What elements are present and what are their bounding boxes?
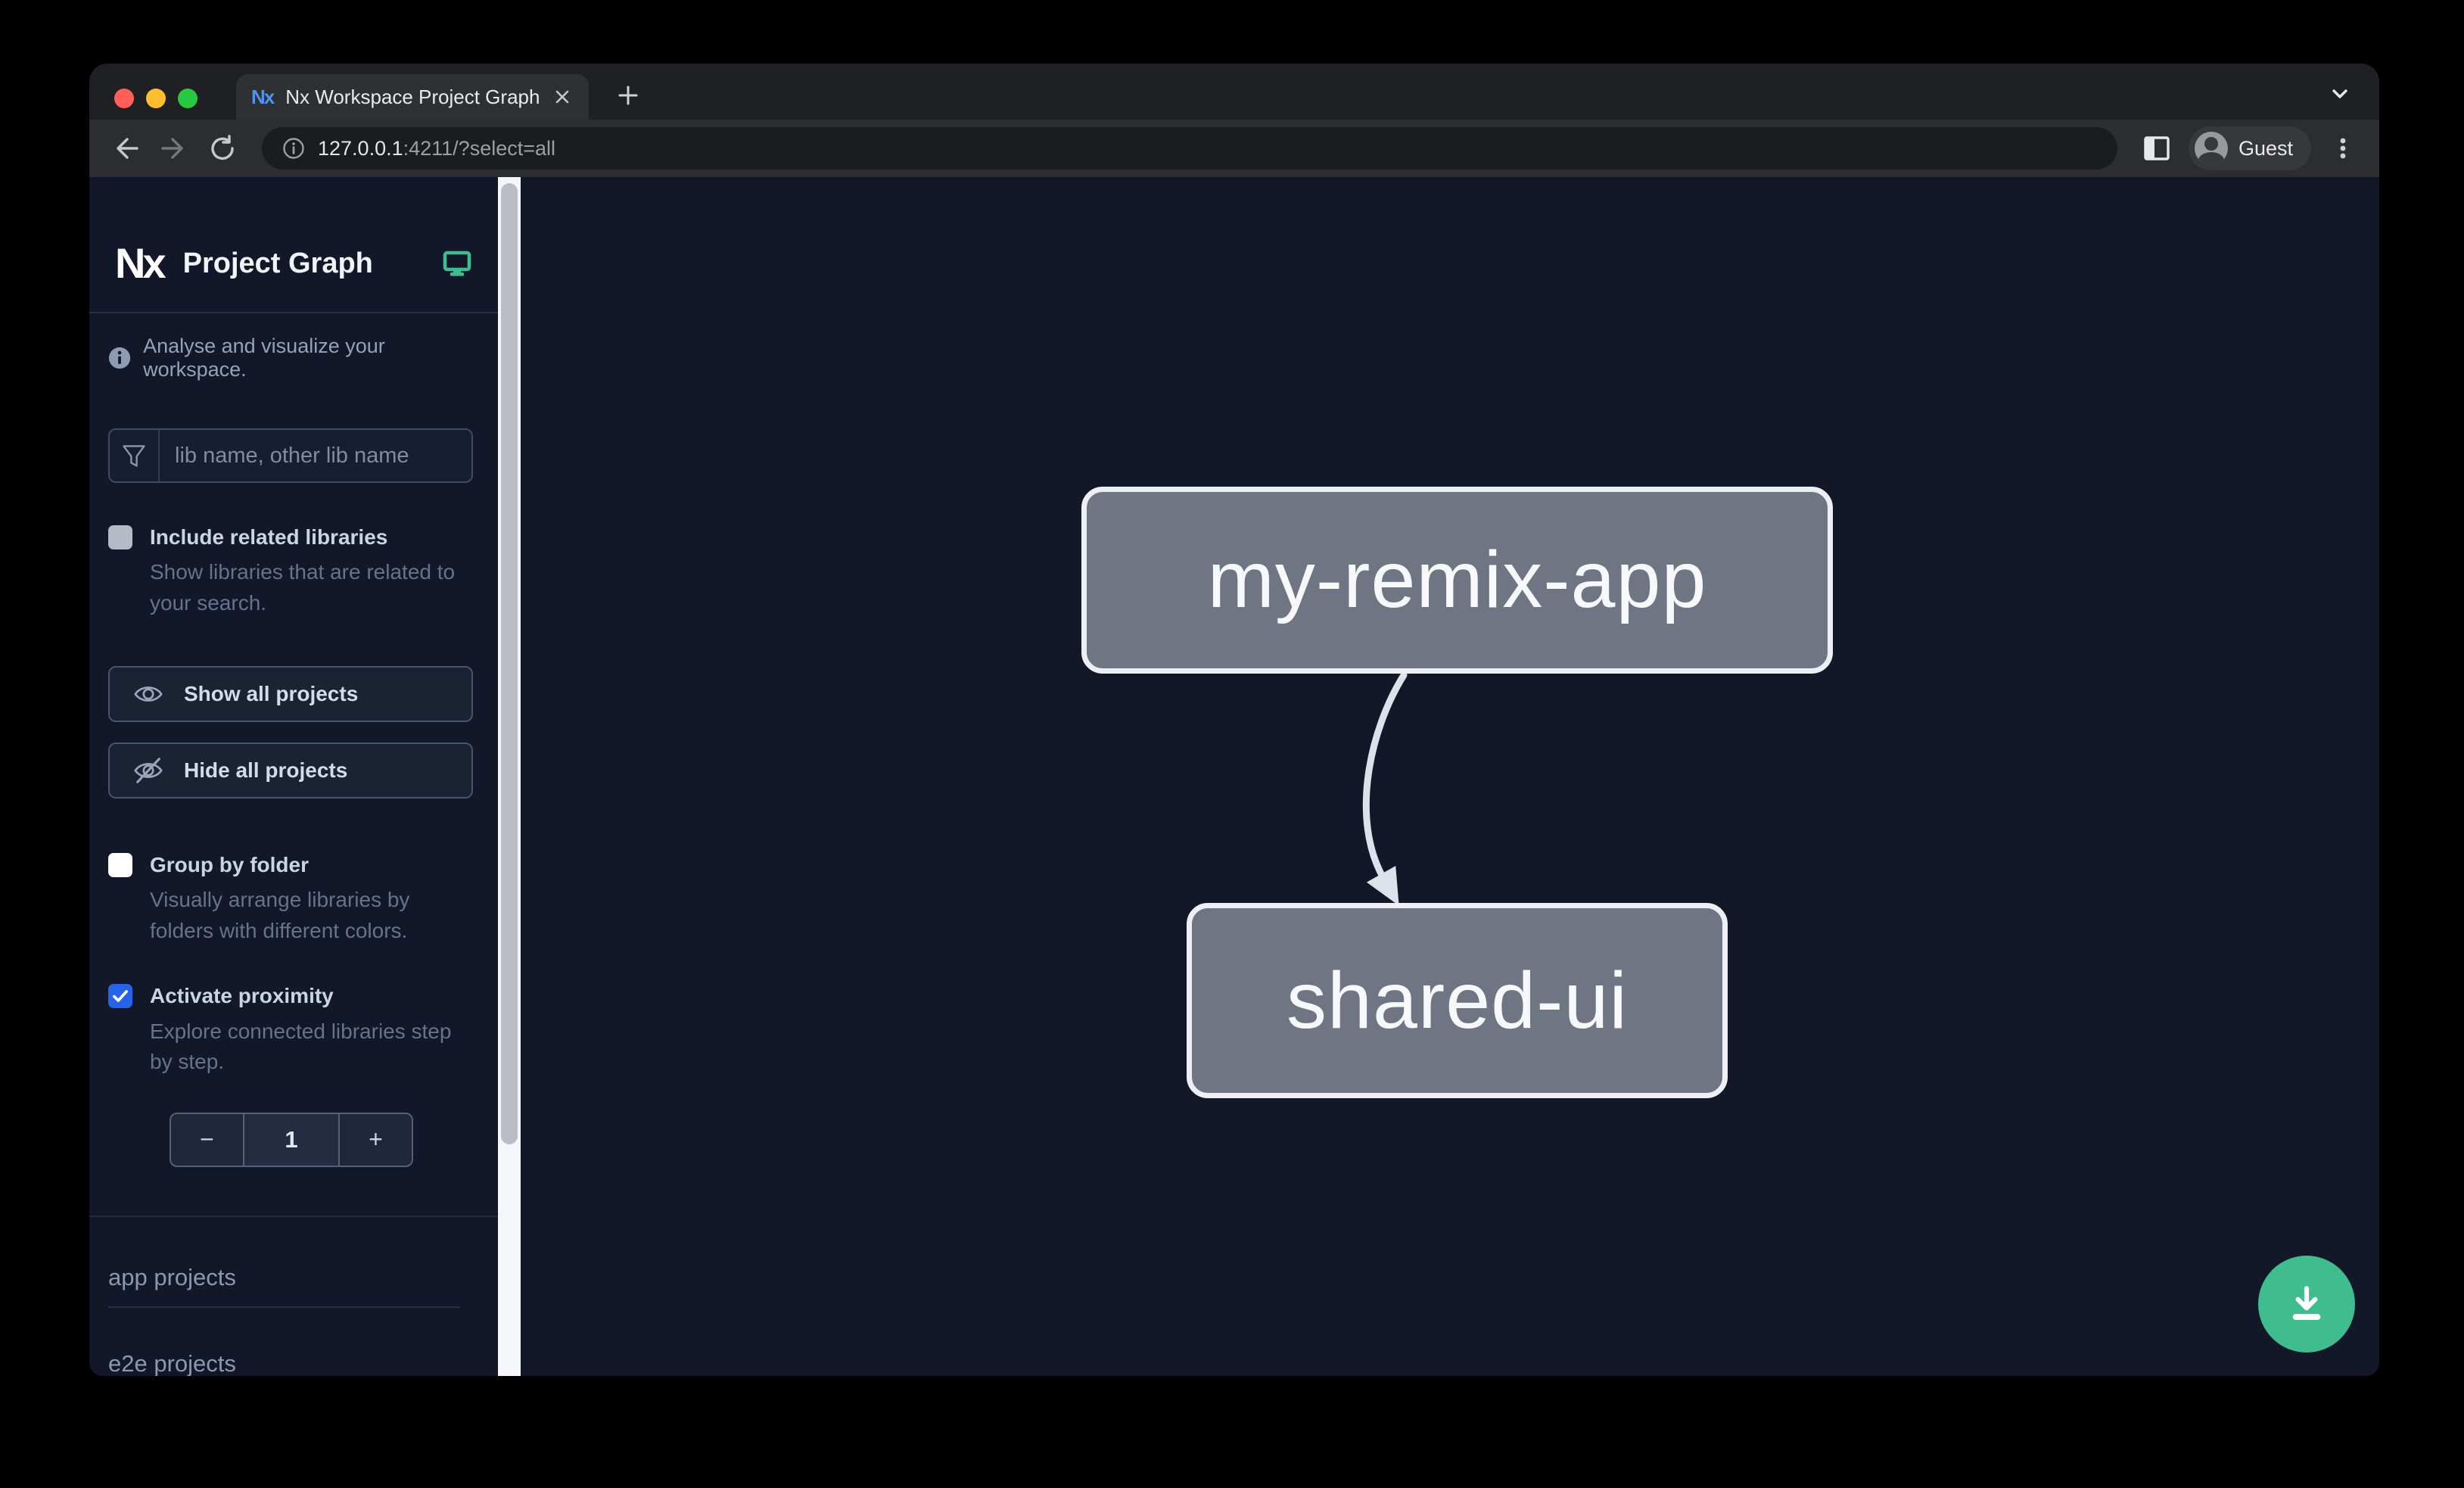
forward-button[interactable] (157, 132, 191, 165)
sidebar: Nx Project Graph Analyse and visualize y… (89, 177, 498, 1376)
url-text: 127.0.0.1:4211/?select=all (318, 137, 555, 160)
activate-proximity-checkbox[interactable] (108, 984, 132, 1009)
activate-proximity-toggle[interactable]: Activate proximity Explore connected lib… (108, 982, 473, 1078)
include-related-checkbox[interactable] (108, 525, 132, 549)
sidebar-header: Nx Project Graph (89, 177, 498, 313)
nx-favicon-icon: Nx (251, 85, 275, 108)
graph-canvas[interactable]: my-remix-app shared-ui (521, 177, 2379, 1376)
graph-node-shared-ui[interactable]: shared-ui (1187, 903, 1728, 1098)
proximity-depth-stepper: − 1 + (170, 1112, 413, 1167)
hide-all-projects-label: Hide all projects (184, 758, 348, 782)
search-input[interactable] (160, 430, 471, 481)
url-path: :4211/?select=all (403, 136, 556, 160)
guest-avatar-icon (2194, 132, 2228, 165)
sidebar-scrollbar-thumb[interactable] (501, 183, 518, 1144)
checkmark-icon (113, 990, 128, 1002)
nx-logo: Nx (115, 239, 166, 287)
group-by-folder-checkbox[interactable] (108, 852, 132, 877)
include-related-label: Include related libraries (150, 525, 388, 549)
dependency-edge (1362, 671, 1408, 906)
node-label: shared-ui (1286, 955, 1628, 1045)
download-icon (2292, 1286, 2321, 1320)
tab-title: Nx Workspace Project Graph (285, 85, 539, 108)
side-panel-icon[interactable] (2140, 132, 2173, 165)
search-box (108, 428, 473, 483)
window-zoom-button[interactable] (178, 89, 198, 108)
section-rule (108, 1306, 460, 1308)
site-info-icon[interactable] (282, 136, 306, 160)
window-close-button[interactable] (114, 89, 134, 108)
profile-label: Guest (2238, 136, 2293, 160)
info-icon (108, 347, 131, 369)
page-content: Nx Project Graph Analyse and visualize y… (89, 177, 2379, 1376)
activate-proximity-label: Activate proximity (150, 984, 334, 1008)
tab-search-chevron-icon[interactable] (2323, 77, 2357, 111)
filter-funnel-icon (110, 430, 160, 481)
sidebar-divider (89, 1215, 498, 1217)
theme-monitor-icon[interactable] (442, 248, 472, 279)
profile-button[interactable]: Guest (2188, 126, 2311, 170)
eye-icon (134, 686, 163, 702)
eye-off-icon (134, 757, 163, 783)
section-e2e-projects-label: e2e projects (108, 1349, 236, 1376)
hide-all-projects-button[interactable]: Hide all projects (108, 742, 473, 798)
tab-close-icon[interactable] (551, 86, 574, 108)
tagline-row: Analyse and visualize your workspace. (108, 335, 473, 381)
reload-button[interactable] (206, 132, 239, 165)
page-title: Project Graph (182, 247, 373, 279)
section-app-projects-label: app projects (108, 1263, 236, 1290)
browser-toolbar: 127.0.0.1:4211/?select=all Guest (89, 120, 2379, 177)
tagline-text: Analyse and visualize your workspace. (143, 335, 385, 381)
url-host: 127.0.0.1 (318, 136, 403, 160)
browser-tab[interactable]: Nx Nx Workspace Project Graph (236, 74, 589, 120)
section-app-projects[interactable]: app projects (108, 1217, 473, 1308)
group-by-folder-label: Group by folder (150, 852, 309, 876)
group-by-folder-description: Visually arrange libraries by folders wi… (150, 887, 410, 942)
graph-node-my-remix-app[interactable]: my-remix-app (1081, 487, 1833, 674)
browser-window: Nx Nx Workspace Project Graph (89, 64, 2379, 1376)
tab-strip: Nx Nx Workspace Project Graph (89, 64, 2379, 120)
include-related-description: Show libraries that are related to your … (150, 560, 456, 615)
window-minimize-button[interactable] (146, 89, 166, 108)
show-all-projects-button[interactable]: Show all projects (108, 665, 473, 722)
activate-proximity-description: Explore connected libraries step by step… (150, 1019, 452, 1074)
group-by-folder-toggle[interactable]: Group by folder Visually arrange librari… (108, 851, 473, 947)
increment-button[interactable]: + (369, 1125, 383, 1153)
new-tab-button[interactable] (611, 79, 645, 112)
download-graph-button[interactable] (2258, 1256, 2355, 1353)
sidebar-scrollbar[interactable] (498, 177, 521, 1376)
node-label: my-remix-app (1207, 535, 1707, 624)
section-e2e-projects[interactable]: e2e projects (108, 1308, 473, 1376)
show-all-projects-label: Show all projects (184, 681, 359, 705)
back-button[interactable] (109, 132, 142, 165)
traffic-lights (114, 89, 198, 108)
proximity-depth-value: 1 (243, 1113, 340, 1166)
include-related-toggle[interactable]: Include related libraries Show libraries… (108, 524, 473, 619)
browser-menu-button[interactable] (2326, 132, 2360, 165)
address-bar[interactable]: 127.0.0.1:4211/?select=all (262, 127, 2117, 170)
decrement-button[interactable]: − (200, 1125, 214, 1153)
